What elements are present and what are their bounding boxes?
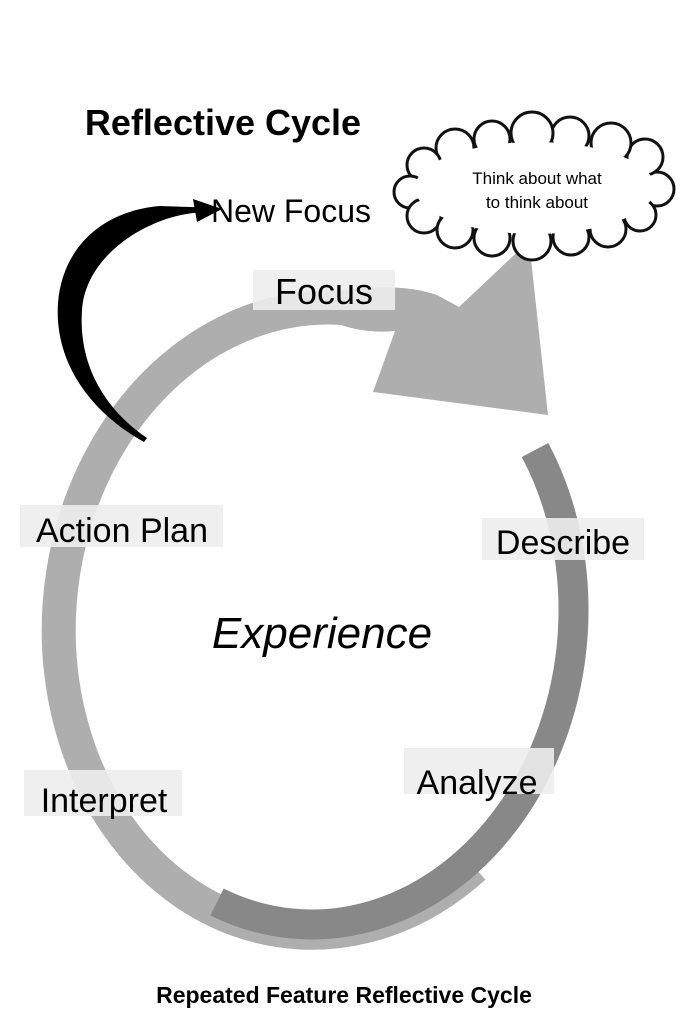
label-new-focus: New Focus (211, 193, 371, 229)
diagram-title: Reflective Cycle (85, 102, 361, 143)
diagram-caption: Repeated Feature Reflective Cycle (156, 982, 532, 1008)
new-focus-arrowhead-icon (193, 199, 222, 222)
label-action-plan: Action Plan (36, 512, 208, 550)
label-strips (20, 270, 644, 816)
label-experience: Experience (212, 609, 432, 658)
label-interpret: Interpret (41, 782, 168, 820)
label-describe: Describe (496, 524, 630, 562)
cycle-arrowhead (340, 241, 548, 415)
label-analyze: Analyze (417, 764, 538, 802)
new-focus-arrow (57, 206, 204, 442)
cloud-text-line1: Think about what (472, 169, 602, 188)
thought-cloud (392, 110, 676, 262)
cloud-text-line2: to think about (486, 193, 588, 212)
label-focus: Focus (275, 271, 373, 312)
